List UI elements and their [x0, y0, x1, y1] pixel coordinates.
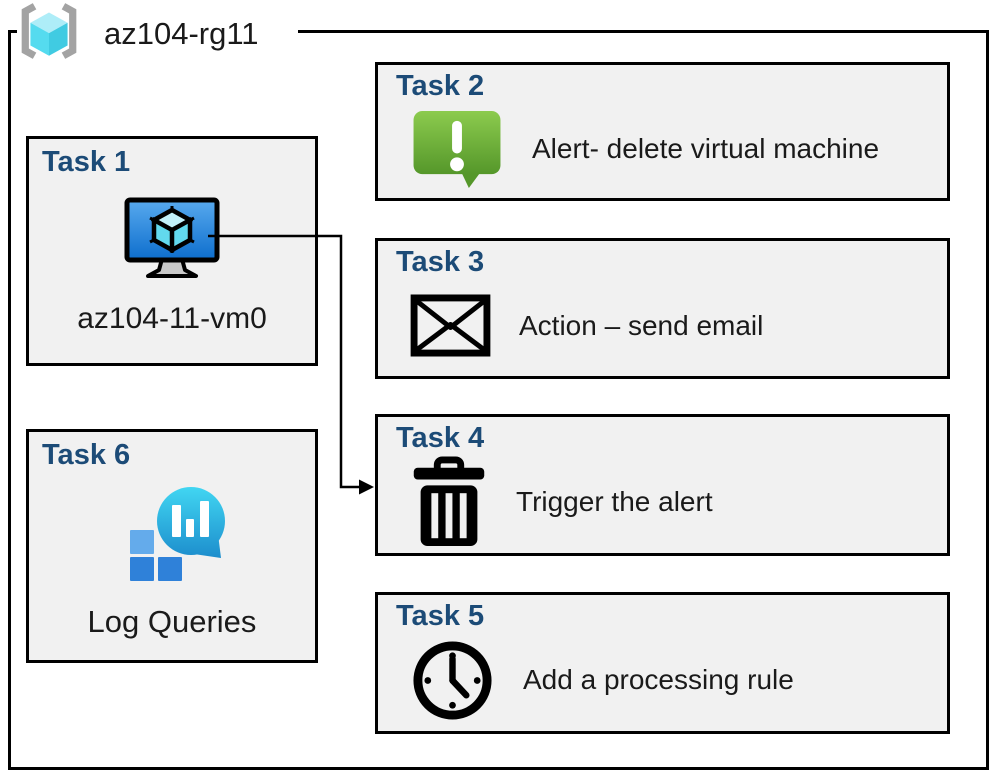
task6-label: Log Queries — [87, 604, 257, 639]
task4-title: Task 4 — [396, 422, 485, 454]
frame-title-gap — [17, 26, 298, 37]
trash-icon — [413, 456, 485, 547]
task3-label: Action – send email — [519, 309, 764, 341]
task6-title: Task 6 — [42, 439, 131, 471]
log-queries-icon — [130, 487, 225, 581]
task1-title: Task 1 — [42, 146, 131, 178]
clock-icon — [413, 640, 492, 720]
resource-group-header: az104-rg11 — [16, 2, 259, 60]
task5-box: Task 5 Add a processing rule — [375, 592, 950, 734]
task1-box: Task 1 — [26, 136, 318, 366]
virtual-machine-icon — [124, 197, 220, 278]
task6-box: Task 6 Log Queries — [26, 429, 318, 663]
task2-title: Task 2 — [396, 70, 485, 102]
task1-label: az104-11-vm0 — [77, 302, 267, 335]
task5-label: Add a processing rule — [523, 664, 794, 695]
task3-title: Task 3 — [396, 246, 485, 278]
alert-message-icon — [413, 110, 501, 189]
task2-box: Task 2 Alert- delete virtual machine — [375, 62, 950, 201]
task4-box: Task 4 Trigger the alert — [375, 414, 950, 556]
resource-group-title: az104-rg11 — [104, 16, 259, 51]
task4-label: Trigger the alert — [516, 486, 713, 517]
task2-label: Alert- delete virtual machine — [532, 132, 880, 164]
task3-box: Task 3 Action – send email — [375, 238, 950, 379]
email-envelope-icon — [410, 294, 491, 357]
resource-group-icon — [21, 3, 77, 59]
task5-title: Task 5 — [396, 600, 485, 632]
